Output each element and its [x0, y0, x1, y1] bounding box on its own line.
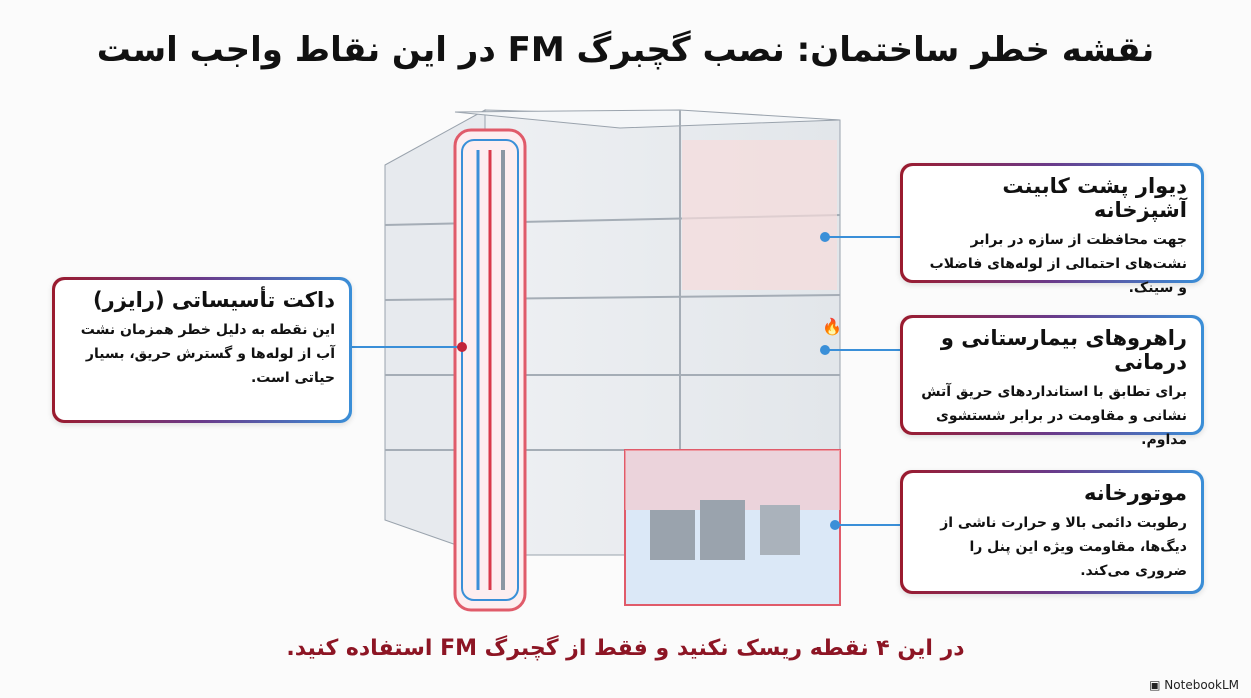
callout-kitchen: دیوار پشت کابینت آشپزخانه جهت محافظت از س… [900, 163, 1204, 296]
callout-body: برای تطابق با استانداردهای حریق آتش نشان… [921, 384, 1187, 448]
brand-watermark: ▣ NotebookLM [1149, 678, 1239, 692]
kitchen-area [682, 140, 837, 290]
callout-hospital: راهروهای بیمارستانی و درمانی برای تطابق ب… [900, 315, 1204, 448]
callout-body: رطوبت دائمی بالا و حرارت ناشی از دیگ‌ها،… [940, 515, 1187, 579]
callout-body: این نقطه به دلیل خطر همزمان نشت آب از لو… [80, 322, 335, 386]
riser-marker [457, 342, 467, 352]
notebook-icon: ▣ [1149, 678, 1165, 692]
callout-body: جهت محافظت از سازه در برابر نشت‌های احتم… [929, 232, 1187, 296]
brand-label: NotebookLM [1164, 678, 1239, 692]
callout-heading: داکت تأسیساتی (رایزر) [93, 288, 335, 312]
kitchen-marker [820, 232, 830, 242]
hospital-marker [820, 345, 830, 355]
callout-heading: موتورخانه [1084, 481, 1187, 505]
footer-message: در این ۴ نقطه ریسک نکنید و فقط از گچبرگ … [286, 636, 965, 661]
engine-room-marker [830, 520, 840, 530]
callout-heading: دیوار پشت کابینت آشپزخانه [1002, 174, 1187, 222]
callout-heading: راهروهای بیمارستانی و درمانی [940, 326, 1187, 374]
callout-engine-room: موتورخانه رطوبت دائمی بالا و حرارت ناشی ا… [900, 470, 1204, 594]
fire-icon: 🔥 [822, 317, 842, 336]
page-title: نقشه خطر ساختمان: نصب گچبرگ FM در این نق… [96, 30, 1155, 70]
callout-riser: داکت تأسیساتی (رایزر) این نقطه به دلیل خط… [52, 277, 352, 423]
